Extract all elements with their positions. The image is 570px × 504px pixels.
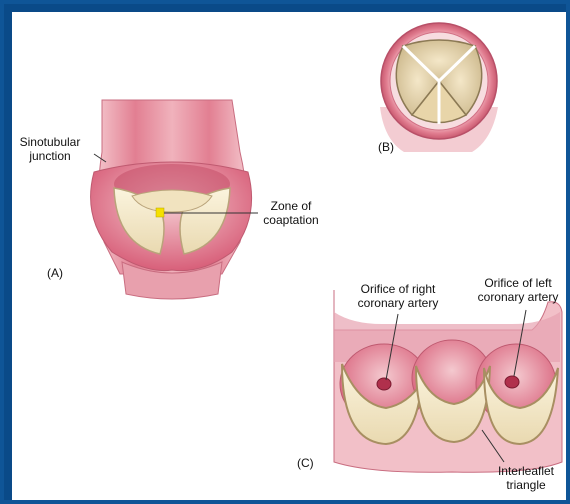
coaptation-label: Zone of coaptation [256,199,326,227]
panel-c-label: (C) [297,456,314,470]
coaptation-marker [156,208,164,217]
panel-b-valve [380,23,498,152]
panel-b-label: (B) [378,140,394,154]
sinotubular-label: Sinotubular junction [12,135,88,163]
left-orifice-label-line1: Orifice of left [470,276,566,290]
aortic-valve-illustration [12,12,566,500]
figure-panel: Sinotubular junction Zone of coaptation … [12,12,566,500]
left-orifice-label: Orifice of left coronary artery [470,276,566,304]
sinotubular-label-line2: junction [12,149,88,163]
coaptation-label-line2: coaptation [256,213,326,227]
left-coronary-orifice [505,376,519,388]
coaptation-label-line1: Zone of [256,199,326,213]
right-orifice-label-line1: Orifice of right [348,282,448,296]
panel-a-valve [91,100,258,299]
interleaflet-label: Interleaflet triangle [486,464,566,492]
panel-a-label: (A) [47,266,63,280]
right-orifice-label: Orifice of right coronary artery [348,282,448,310]
left-orifice-label-line2: coronary artery [470,290,566,304]
interleaflet-label-line1: Interleaflet [486,464,566,478]
right-orifice-label-line2: coronary artery [348,296,448,310]
interleaflet-label-line2: triangle [486,478,566,492]
right-coronary-orifice [377,378,391,390]
panel-c-valve [334,290,562,472]
figure-frame: Sinotubular junction Zone of coaptation … [4,4,566,500]
sinotubular-label-line1: Sinotubular [12,135,88,149]
